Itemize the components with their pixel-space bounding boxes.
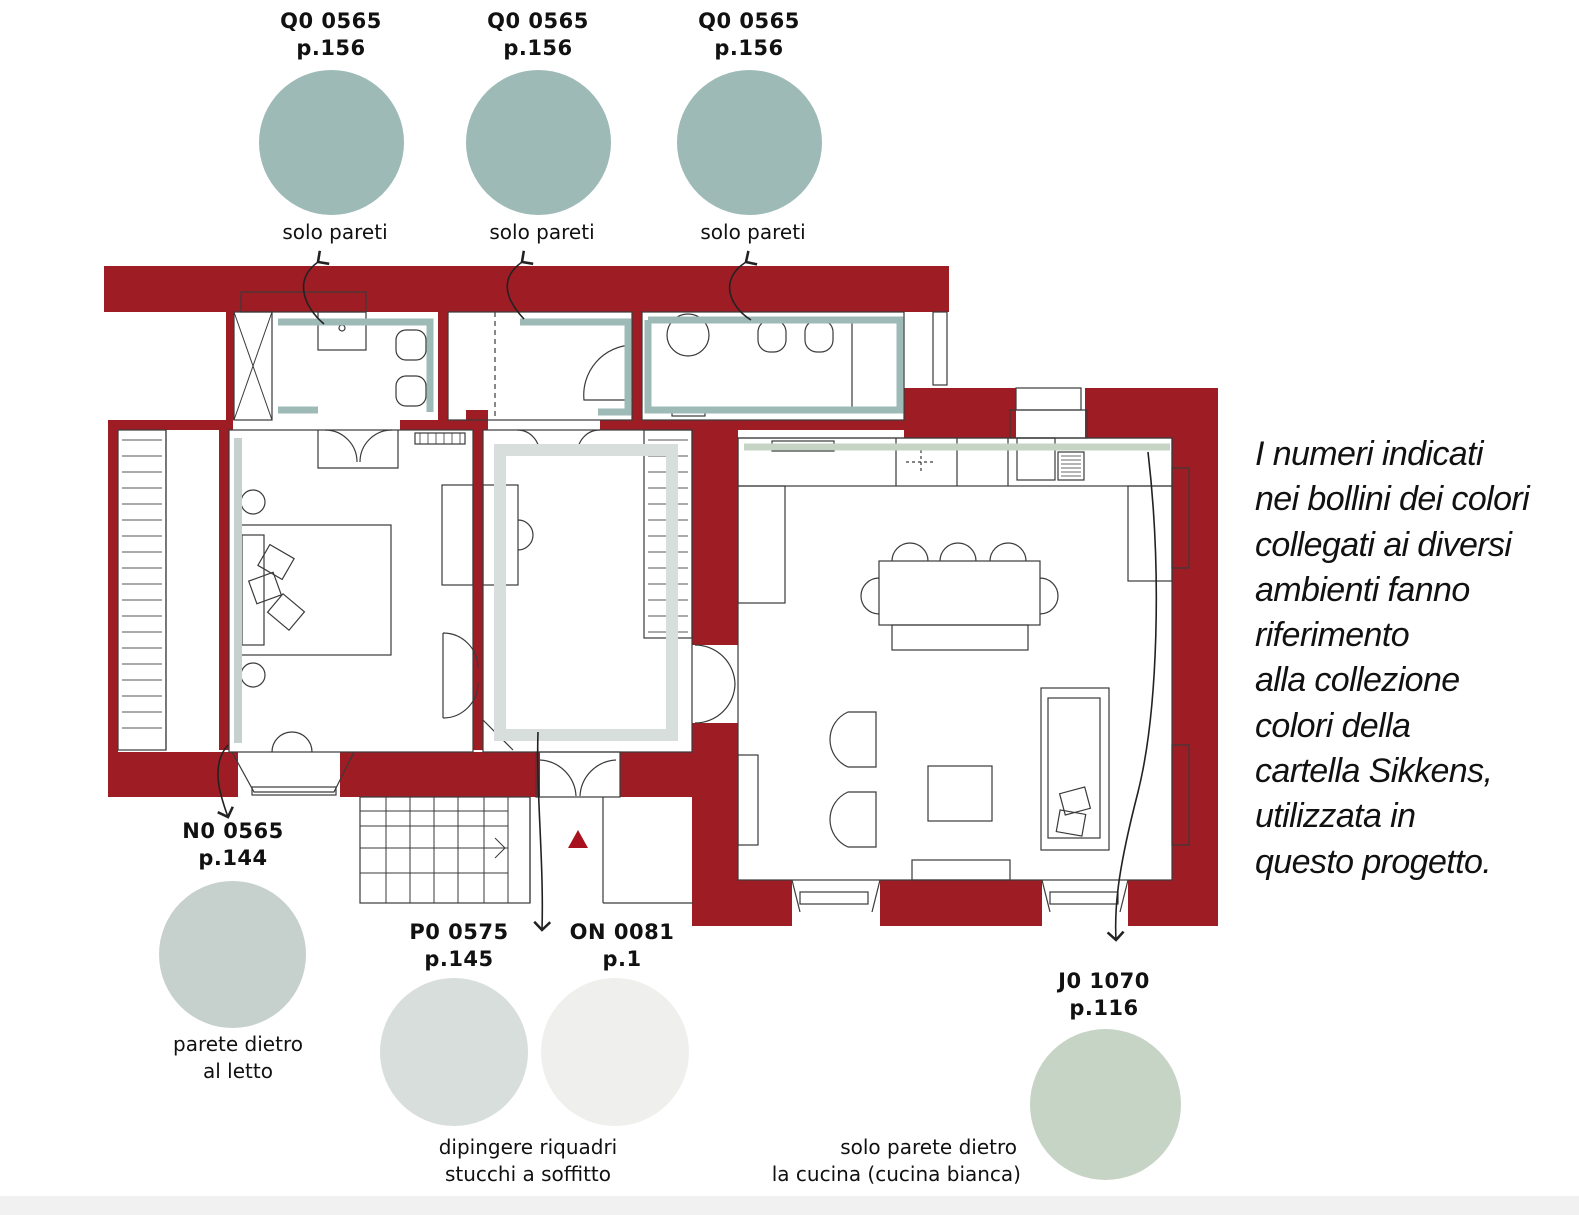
bed bbox=[234, 524, 392, 656]
wall-bedroom-bottom bbox=[340, 752, 540, 797]
color-swatch-n0565 bbox=[159, 881, 306, 1028]
painted-walls bbox=[234, 316, 1170, 743]
wall-living-top-left bbox=[904, 388, 1016, 438]
swatch-code-j01070: J0 1070 p.116 bbox=[1058, 969, 1150, 1020]
swatch-code-on0081: ON 0081 p.1 bbox=[569, 920, 675, 971]
wall-upper-band-2 bbox=[400, 420, 483, 430]
entrance-triangle-icon bbox=[568, 830, 588, 848]
color-swatch-q0565-c bbox=[677, 70, 822, 215]
note-ceiling-painting: dipingere riquadri stucchi a soffitto bbox=[438, 1135, 618, 1186]
color-swatch-p0575 bbox=[380, 978, 528, 1126]
legend-caption: I numeri indicati nei bollini dei colori… bbox=[1255, 435, 1530, 881]
wall-left-outer bbox=[108, 420, 118, 797]
paint-bath-2 bbox=[520, 318, 632, 416]
paint-bath-3 bbox=[644, 316, 904, 414]
wall-living-bottom-right bbox=[1128, 880, 1218, 926]
wall-living-right bbox=[1172, 388, 1218, 926]
paint-hall-ceiling bbox=[494, 444, 678, 741]
wall-closet-divider bbox=[219, 430, 229, 750]
walls bbox=[104, 266, 1218, 926]
wall-living-bottom-left bbox=[692, 880, 792, 926]
wall-top bbox=[104, 266, 949, 312]
bottom-edge-bar bbox=[0, 1196, 1579, 1215]
wall-bath-divider-1 bbox=[226, 312, 234, 420]
swatch-code-p0575: P0 0575 p.145 bbox=[409, 920, 509, 971]
pillow bbox=[257, 543, 295, 581]
wall-bath-divider-2 bbox=[438, 312, 448, 420]
color-swatch-j01070 bbox=[1030, 1029, 1181, 1180]
wall-upper-band-5 bbox=[642, 420, 904, 430]
fixtures bbox=[117, 291, 1190, 913]
wall-hall-bottom bbox=[620, 752, 695, 797]
color-swatch-q0565-a bbox=[259, 70, 404, 215]
swatch-note-q0565-a: solo pareti bbox=[282, 220, 388, 244]
color-swatch-on0081 bbox=[541, 978, 689, 1126]
wall-bed-hall-divider bbox=[473, 430, 483, 750]
swatch-note-n0565: parete dietro al letto bbox=[173, 1032, 303, 1083]
note-kitchen-wall: solo parete dietro la cucina (cucina bia… bbox=[771, 1135, 1021, 1186]
wall-left-bottom bbox=[108, 752, 238, 797]
sofa bbox=[1040, 687, 1110, 851]
wall-hall-living bbox=[692, 420, 738, 645]
swatch-code-n0565: N0 0565 p.144 bbox=[182, 819, 284, 870]
paint-bath-1 bbox=[278, 318, 434, 414]
swatch-code-q0565-b: Q0 0565 p.156 bbox=[487, 9, 589, 60]
color-swatch-q0565-b bbox=[466, 70, 611, 215]
pillow bbox=[247, 571, 283, 605]
dining-table bbox=[878, 560, 1041, 626]
leader-arrows bbox=[217, 250, 1158, 942]
wall-bath-divider-3 bbox=[632, 312, 642, 420]
swatch-code-q0565-c: Q0 0565 p.156 bbox=[698, 9, 800, 60]
swatch-note-q0565-b: solo pareti bbox=[489, 220, 595, 244]
swatch-code-q0565-a: Q0 0565 p.156 bbox=[280, 9, 382, 60]
wall-hall-living-low bbox=[692, 723, 738, 798]
swatch-note-q0565-c: solo pareti bbox=[700, 220, 806, 244]
wall-upper-band bbox=[108, 420, 233, 430]
wall-living-bottom-mid bbox=[880, 880, 1042, 926]
pillow bbox=[266, 592, 306, 632]
